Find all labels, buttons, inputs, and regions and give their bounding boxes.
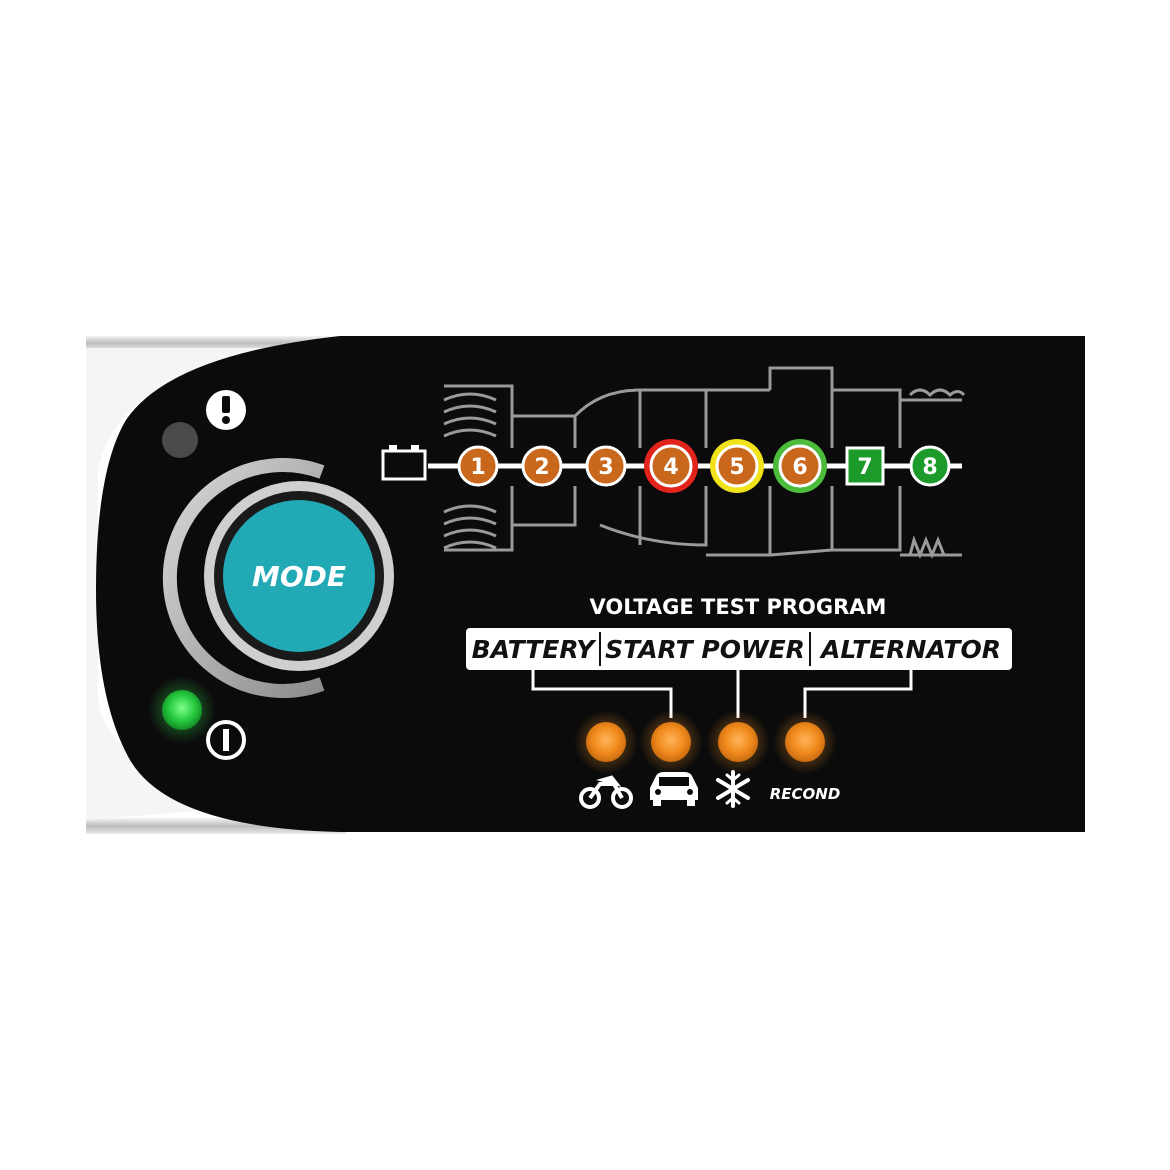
battery-test-label: BATTERY [472,635,598,664]
recond-label: RECOND [770,785,841,803]
panel-face [96,336,1085,832]
step-number: 4 [663,455,678,480]
step-indicators: 1 2 3 4 5 6 7 8 [457,439,951,493]
program-leds [574,710,837,774]
step-2-indicator: 2 [521,445,563,487]
step-7-indicator: 7 [845,446,885,486]
step-6-indicator: 6 [773,439,827,493]
car-icon [650,772,698,806]
program-led [574,710,638,774]
step-number: 7 [857,455,872,480]
step-number: 6 [792,455,807,480]
warning-icon [206,390,246,430]
motorcycle-icon [579,775,633,809]
step-3-indicator: 3 [585,445,627,487]
step-4-indicator: 4 [644,439,698,493]
step-1-indicator: 1 [457,445,499,487]
alternator-test-label: ALTERNATOR [819,635,1001,664]
program-led [639,710,703,774]
case-side [86,348,330,820]
power-icon [206,720,246,760]
step-5-indicator: 5 [710,439,764,493]
mode-label: MODE [252,560,346,593]
step-number: 1 [470,455,485,480]
start-power-test-label: START POWER [605,635,805,664]
warning-led [162,422,198,458]
battery-icon [381,445,427,481]
step-number: 8 [922,455,937,480]
program-title: VOLTAGE TEST PROGRAM [590,595,887,619]
step-8-indicator: 8 [909,445,951,487]
charge-curve-diagram [443,366,966,560]
program-led [706,710,770,774]
step-number: 2 [534,455,549,480]
mode-button[interactable]: MODE [162,458,394,698]
snowflake-icon [716,770,750,808]
step-number: 5 [729,455,744,480]
power-led [148,676,216,744]
test-labels: BATTERY START POWER ALTERNATOR [466,628,1012,670]
program-led [773,710,837,774]
step-number: 3 [598,455,613,480]
